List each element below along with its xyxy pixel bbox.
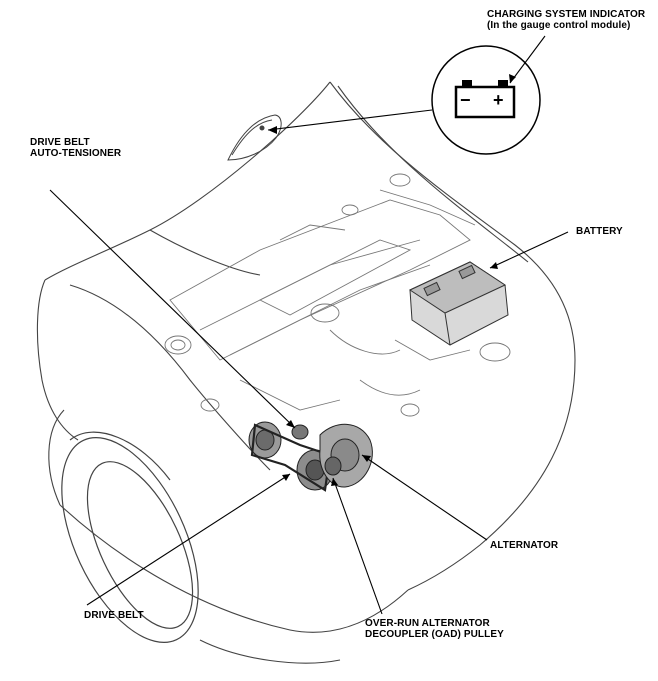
oad-pulley-label: OVER-RUN ALTERNATOR DECOUPLER (OAD) PULL… <box>365 618 504 640</box>
charging-indicator-subtitle: (In the gauge control module) <box>487 20 631 31</box>
plus-symbol: + <box>493 90 504 110</box>
drive-belt-label: DRIVE BELT <box>84 610 144 621</box>
charging-indicator-callout <box>431 45 541 155</box>
arrowheads <box>268 74 516 486</box>
battery-label: BATTERY <box>576 226 623 237</box>
engine-bay <box>164 173 511 417</box>
charging-indicator-label: CHARGING SYSTEM INDICATOR (In the gauge … <box>487 9 645 31</box>
gauge-module <box>227 114 282 161</box>
battery <box>408 261 509 346</box>
oad-line1: OVER-RUN ALTERNATOR <box>365 618 490 629</box>
tensioner-label: DRIVE BELT AUTO-TENSIONER <box>30 137 121 159</box>
car-body <box>36 81 576 664</box>
alternator-assembly <box>248 421 373 492</box>
alternator-label: ALTERNATOR <box>490 540 559 551</box>
tensioner-line2: AUTO-TENSIONER <box>30 148 122 159</box>
leader-lines <box>49 35 569 615</box>
oad-line2: DECOUPLER (OAD) PULLEY <box>365 629 504 640</box>
minus-symbol: − <box>460 90 471 110</box>
front-wheel <box>61 431 199 643</box>
charging-indicator-title: CHARGING SYSTEM INDICATOR <box>487 9 646 20</box>
tensioner-line1: DRIVE BELT <box>30 137 90 148</box>
